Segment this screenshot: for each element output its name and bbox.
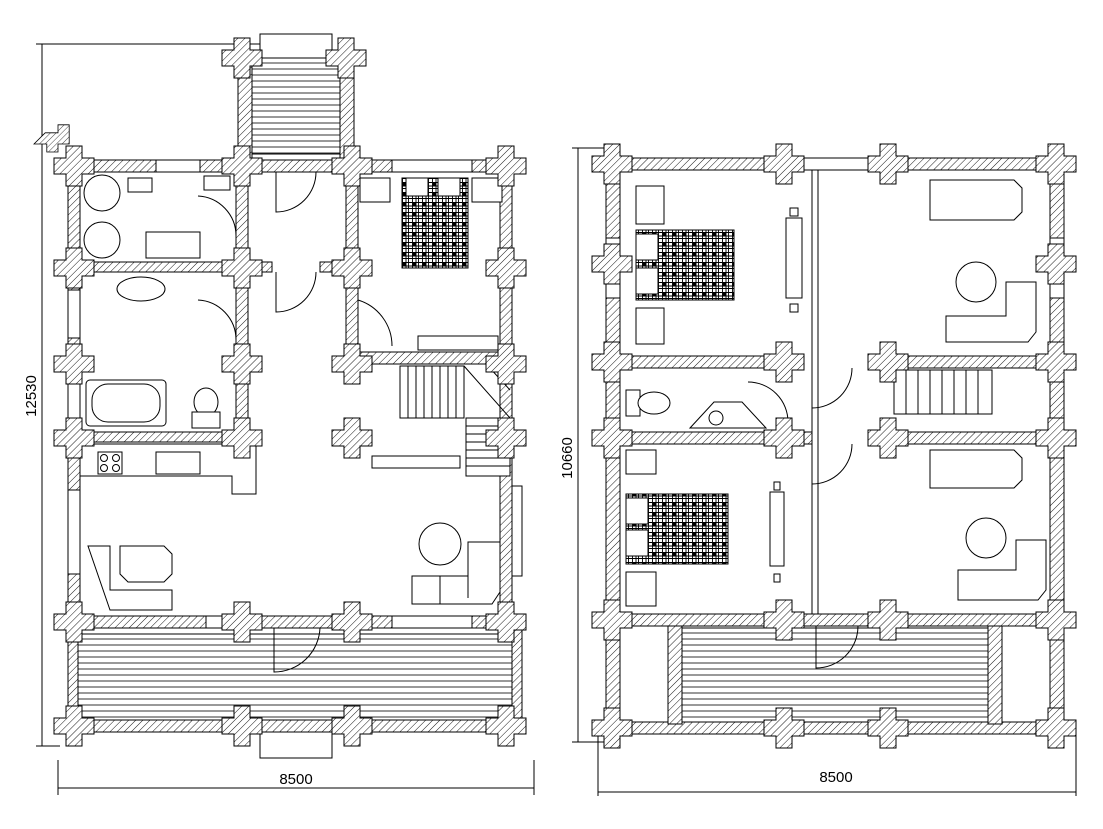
ground-height-dimension: [36, 43, 260, 747]
log-cross: [1035, 341, 1077, 383]
upper-height-label: 10660: [559, 437, 576, 479]
log-cross: [867, 417, 909, 459]
log-cross: [591, 417, 633, 459]
ground-floor-plan: 8500 12530: [23, 33, 535, 795]
upper-staircase: [893, 369, 993, 415]
upper-room-4: [929, 449, 1047, 601]
log-cross: [485, 601, 527, 643]
log-cross: [325, 37, 367, 79]
log-cross: [485, 417, 527, 459]
kitchen-counter: [79, 443, 257, 495]
log-cross: [1035, 143, 1077, 185]
log-cross: [867, 143, 909, 185]
ground-height-label: 12530: [23, 375, 40, 417]
upper-doors: [747, 367, 859, 669]
ground-windows: [67, 159, 523, 629]
rear-terrace: [69, 633, 523, 759]
ground-log-crosses: [33, 124, 70, 153]
log-cross: [591, 143, 633, 185]
ground-doors: [197, 171, 393, 673]
log-cross: [867, 599, 909, 641]
ground-living-furniture: [87, 455, 501, 611]
ground-bedroom-furniture: [359, 177, 503, 351]
ground-bathroom-fixtures: [83, 174, 231, 429]
log-cross: [331, 417, 373, 459]
log-cross: [53, 705, 95, 747]
log-cross: [485, 705, 527, 747]
log-cross: [331, 601, 373, 643]
log-cross: [763, 599, 805, 641]
upper-room-2: [929, 179, 1037, 343]
log-cross: [485, 343, 527, 385]
log-cross: [485, 247, 527, 289]
log-cross: [53, 601, 95, 643]
log-corner-crosses: [53, 37, 1077, 749]
ground-staircase: [399, 365, 511, 477]
log-cross: [867, 341, 909, 383]
log-cross: [591, 243, 633, 285]
log-cross: [221, 601, 263, 643]
log-cross: [53, 343, 95, 385]
log-cross: [763, 143, 805, 185]
upper-bathroom-fixtures: [625, 389, 768, 429]
upper-bedroom-1: [635, 185, 803, 345]
log-cross: [221, 417, 263, 459]
log-cross: [867, 707, 909, 749]
upper-bedroom-3: [625, 449, 785, 607]
log-cross: [221, 343, 263, 385]
log-cross: [221, 37, 263, 79]
log-cross: [591, 341, 633, 383]
log-cross: [221, 705, 263, 747]
log-cross: [331, 247, 373, 289]
log-cross: [53, 145, 95, 187]
log-cross: [485, 145, 527, 187]
log-cross: [331, 343, 373, 385]
log-cross: [591, 599, 633, 641]
log-cross: [591, 707, 633, 749]
log-cross: [1035, 243, 1077, 285]
upper-floor-plan: 8500 10660: [559, 147, 1077, 796]
upper-width-dimension: [597, 735, 1077, 796]
log-cross: [1035, 707, 1077, 749]
upper-balcony: [681, 627, 989, 729]
log-cross: [763, 341, 805, 383]
ground-width-label: 8500: [279, 771, 312, 788]
log-cross: [53, 417, 95, 459]
log-cross: [763, 707, 805, 749]
upper-width-label: 8500: [819, 769, 852, 786]
log-cross: [331, 145, 373, 187]
log-cross: [1035, 599, 1077, 641]
log-cross: [221, 247, 263, 289]
log-cross: [331, 705, 373, 747]
log-cross: [763, 417, 805, 459]
log-cross: [221, 145, 263, 187]
log-cross: [53, 247, 95, 289]
ground-width-dimension: [57, 760, 535, 795]
log-cross: [1035, 417, 1077, 459]
